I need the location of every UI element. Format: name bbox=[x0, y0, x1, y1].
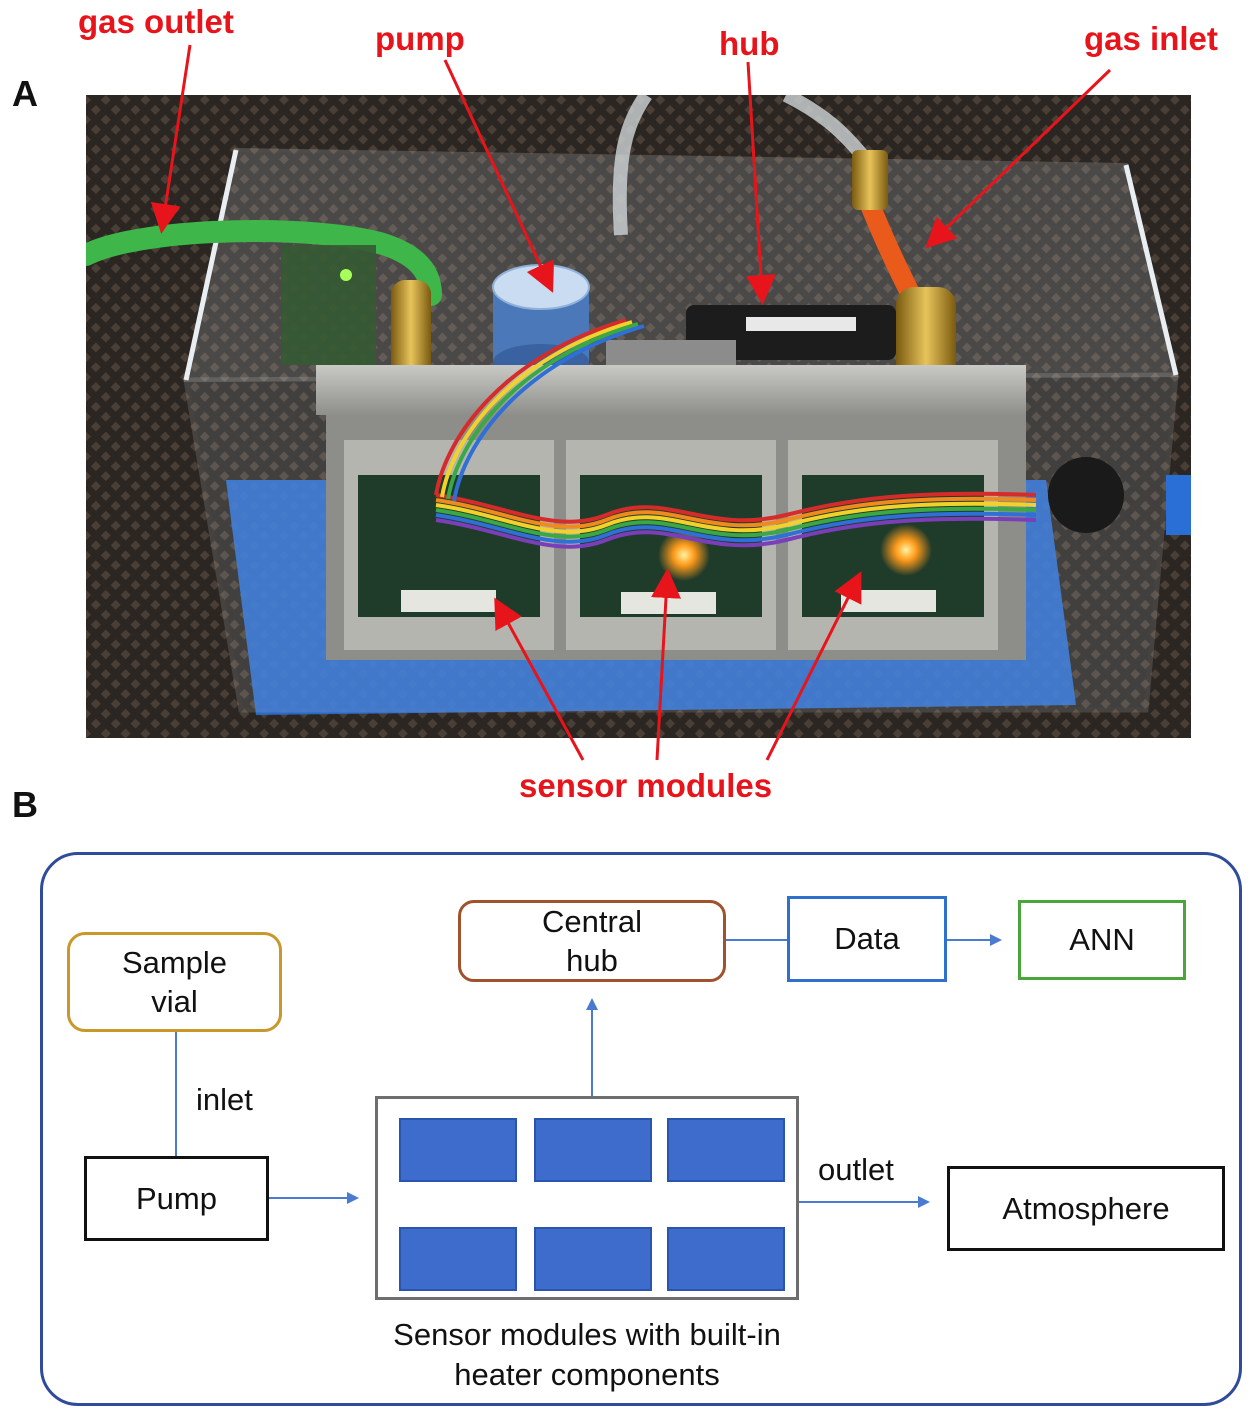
central-hub-label: Central hub bbox=[542, 903, 642, 978]
sensor-module-block bbox=[667, 1118, 785, 1182]
sample-vial-box: Sample vial bbox=[67, 932, 282, 1032]
central-hub-box: Central hub bbox=[458, 900, 726, 982]
sensor-module-block bbox=[399, 1227, 517, 1291]
diagram-connectors bbox=[175, 934, 1002, 1208]
sensor-module-block bbox=[534, 1118, 652, 1182]
data-label: Data bbox=[834, 921, 900, 957]
inlet-label: inlet bbox=[196, 1082, 253, 1117]
pump-box: Pump bbox=[84, 1156, 269, 1241]
hub-arrow bbox=[745, 61, 776, 305]
callout-arrows bbox=[150, 44, 1112, 761]
data-box: Data bbox=[787, 896, 947, 982]
sensor-module-block bbox=[667, 1227, 785, 1291]
sensor-arrow-left bbox=[494, 597, 585, 761]
left-fitting bbox=[391, 280, 431, 390]
atmosphere-box: Atmosphere bbox=[947, 1166, 1225, 1251]
housing-top bbox=[316, 365, 1026, 415]
label-hub: hub bbox=[719, 25, 780, 62]
label-gas-inlet: gas inlet bbox=[1084, 20, 1218, 57]
pump-label: Pump bbox=[136, 1180, 217, 1216]
device-photo bbox=[86, 95, 1191, 738]
sensor-caption-line2: heater components bbox=[454, 1357, 720, 1393]
green-outlet-tube bbox=[86, 220, 442, 306]
atmosphere-label: Atmosphere bbox=[1002, 1190, 1170, 1226]
sensor-module-2 bbox=[566, 440, 776, 650]
sensor-caption: Sensor modules with built-in heater comp… bbox=[325, 1315, 849, 1396]
panel-label-b: B bbox=[12, 784, 38, 825]
ann-label: ANN bbox=[1069, 922, 1135, 958]
sensor-caption-line1: Sensor modules with built-in bbox=[393, 1317, 781, 1352]
gas-inlet-arrow bbox=[925, 68, 1112, 249]
sensor-module-block bbox=[399, 1118, 517, 1182]
sensor-arrow-right bbox=[765, 571, 862, 761]
outlet-label: outlet bbox=[818, 1152, 894, 1187]
gas-outlet-arrow bbox=[150, 44, 192, 234]
ann-box: ANN bbox=[1018, 900, 1186, 980]
label-pump: pump bbox=[375, 20, 465, 57]
right-fitting bbox=[896, 287, 956, 382]
sensor-modules-box bbox=[375, 1096, 799, 1300]
sample-vial-label: Sample vial bbox=[121, 944, 228, 1019]
label-gas-outlet: gas outlet bbox=[78, 3, 234, 40]
sensor-arrow-mid bbox=[651, 568, 681, 761]
pump-arrow bbox=[443, 59, 555, 293]
label-sensor-modules: sensor modules bbox=[519, 767, 773, 804]
ribbon-cable bbox=[434, 318, 1037, 549]
sensor-module-block bbox=[534, 1227, 652, 1291]
panel-label-a: A bbox=[12, 73, 38, 114]
diagram-frame bbox=[40, 852, 1242, 1406]
